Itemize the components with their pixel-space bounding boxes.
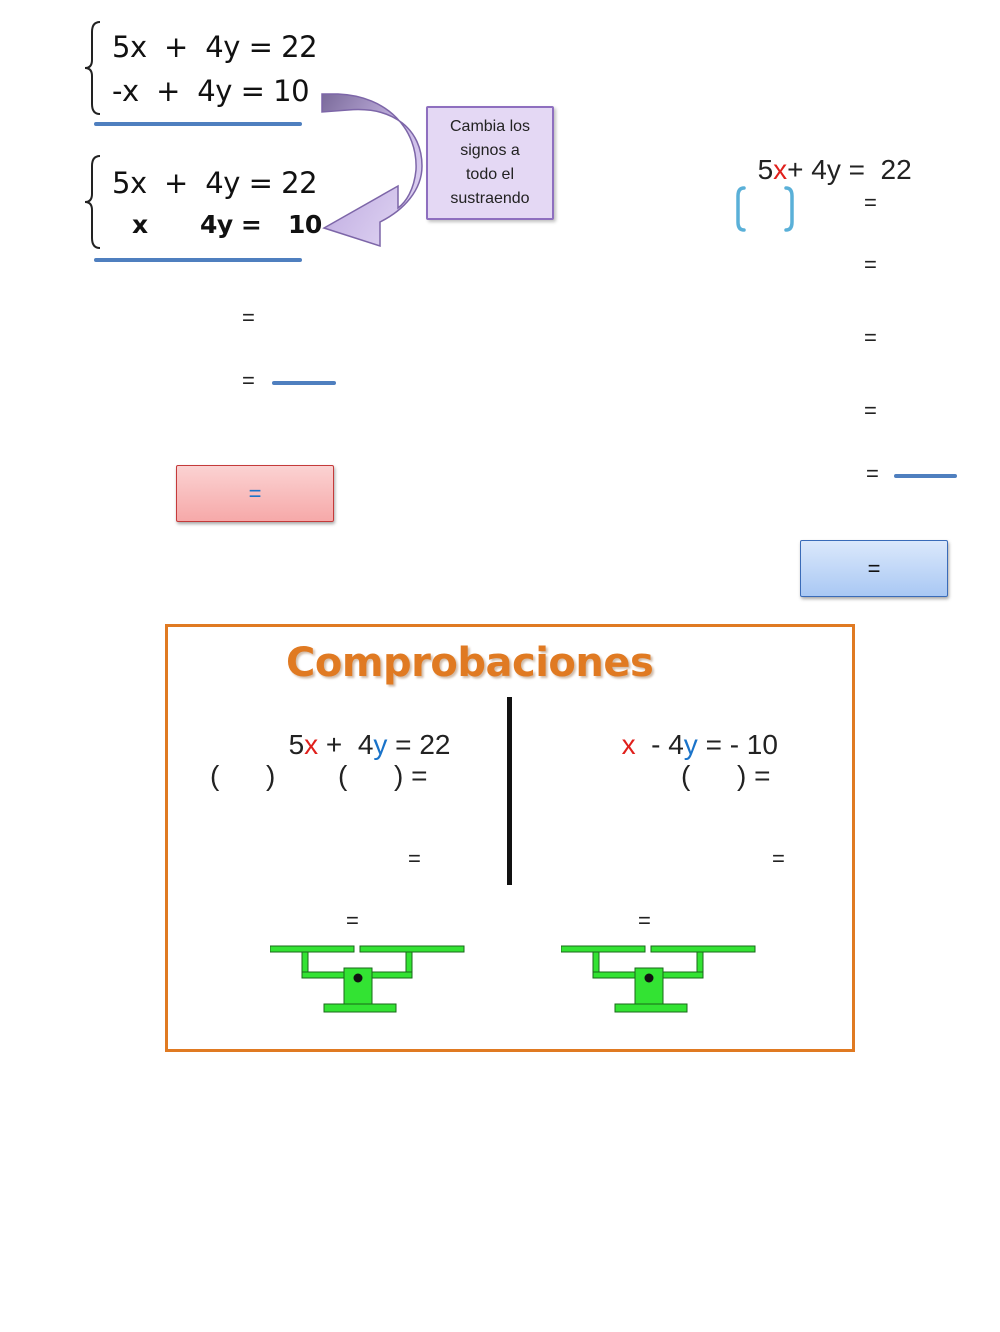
checks-panel: [165, 624, 855, 1052]
check-left-var-x: x: [304, 729, 319, 760]
right-equation: 5x+ 4y = 22: [742, 122, 912, 186]
check-left-coef-x: 5: [288, 729, 305, 760]
left-step-eq-a: =: [242, 305, 255, 330]
check-left-paren1-close: ): [266, 760, 276, 791]
right-step-eq1: =: [864, 190, 877, 215]
callout-line4: sustraendo: [450, 190, 530, 207]
system2-eq2-value: 10: [288, 210, 322, 239]
right-eq-var-x: x: [773, 154, 788, 185]
curved-arrow-icon: [321, 93, 423, 248]
check-left-eq1: =: [408, 846, 421, 871]
check-left-var-y: y: [373, 729, 388, 760]
left-answer-box[interactable]: =: [176, 465, 334, 522]
check-left-rhs: = 22: [387, 729, 451, 760]
check-right-paren-open: (: [681, 760, 691, 791]
check-right-var-x: x: [621, 729, 636, 760]
check-left-paren2-open: (: [338, 760, 348, 791]
left-fraction-bar: [272, 381, 336, 385]
right-step-eq4: =: [864, 398, 877, 423]
callout-note: Cambia los signos a todo el sustraendo: [426, 106, 554, 220]
left-answer-label: =: [248, 480, 262, 506]
right-bracket-input[interactable]: [734, 184, 796, 234]
check-right-equation: x - 4y = - 10: [606, 697, 778, 761]
check-right-rhs: = - 10: [697, 729, 778, 760]
right-step-eq2: =: [864, 252, 877, 277]
callout-line1: Cambia los: [449, 118, 531, 135]
system2-eq2-x: x: [132, 210, 148, 239]
right-fraction-bar: [894, 474, 957, 478]
check-left-eq2: =: [346, 908, 359, 933]
system2-eq1: 5x + 4y = 22: [112, 166, 318, 200]
right-step-eq5: =: [866, 461, 879, 486]
check-left-paren2-close: ) =: [394, 760, 428, 791]
callout-line3: todo el: [465, 166, 515, 183]
check-right-var-y: y: [683, 729, 698, 760]
left-step-eq-b: =: [242, 368, 255, 393]
right-eq-coef: 5: [757, 154, 774, 185]
system1-eq2: -x + 4y = 10: [112, 74, 310, 108]
right-answer-label: =: [867, 555, 881, 581]
system2-brace: [84, 155, 101, 249]
right-eq-rest: + 4y = 22: [787, 154, 912, 185]
checks-divider: [507, 697, 512, 885]
checks-title: Comprobaciones: [286, 640, 654, 686]
check-right-eq2: =: [638, 908, 651, 933]
check-left-mid: + 4: [318, 729, 374, 760]
system1-eq1: 5x + 4y = 22: [112, 30, 318, 64]
check-right-eq1: =: [772, 846, 785, 871]
right-answer-box[interactable]: =: [800, 540, 948, 597]
check-left-paren1-open: (: [210, 760, 220, 791]
check-right-mid: - 4: [635, 729, 684, 760]
system1-brace: [84, 21, 101, 115]
balance-scale-icon: [561, 945, 756, 1013]
system1-underline: [94, 122, 302, 126]
balance-scale-icon: [270, 945, 465, 1013]
callout-line2: signos a: [460, 142, 520, 159]
system2-underline: [94, 258, 302, 262]
right-step-eq3: =: [864, 325, 877, 350]
check-left-equation: 5x + 4y = 22: [273, 697, 451, 761]
check-right-paren-close: ) =: [737, 760, 771, 791]
system2-eq2-rest: 4y =: [200, 210, 262, 239]
